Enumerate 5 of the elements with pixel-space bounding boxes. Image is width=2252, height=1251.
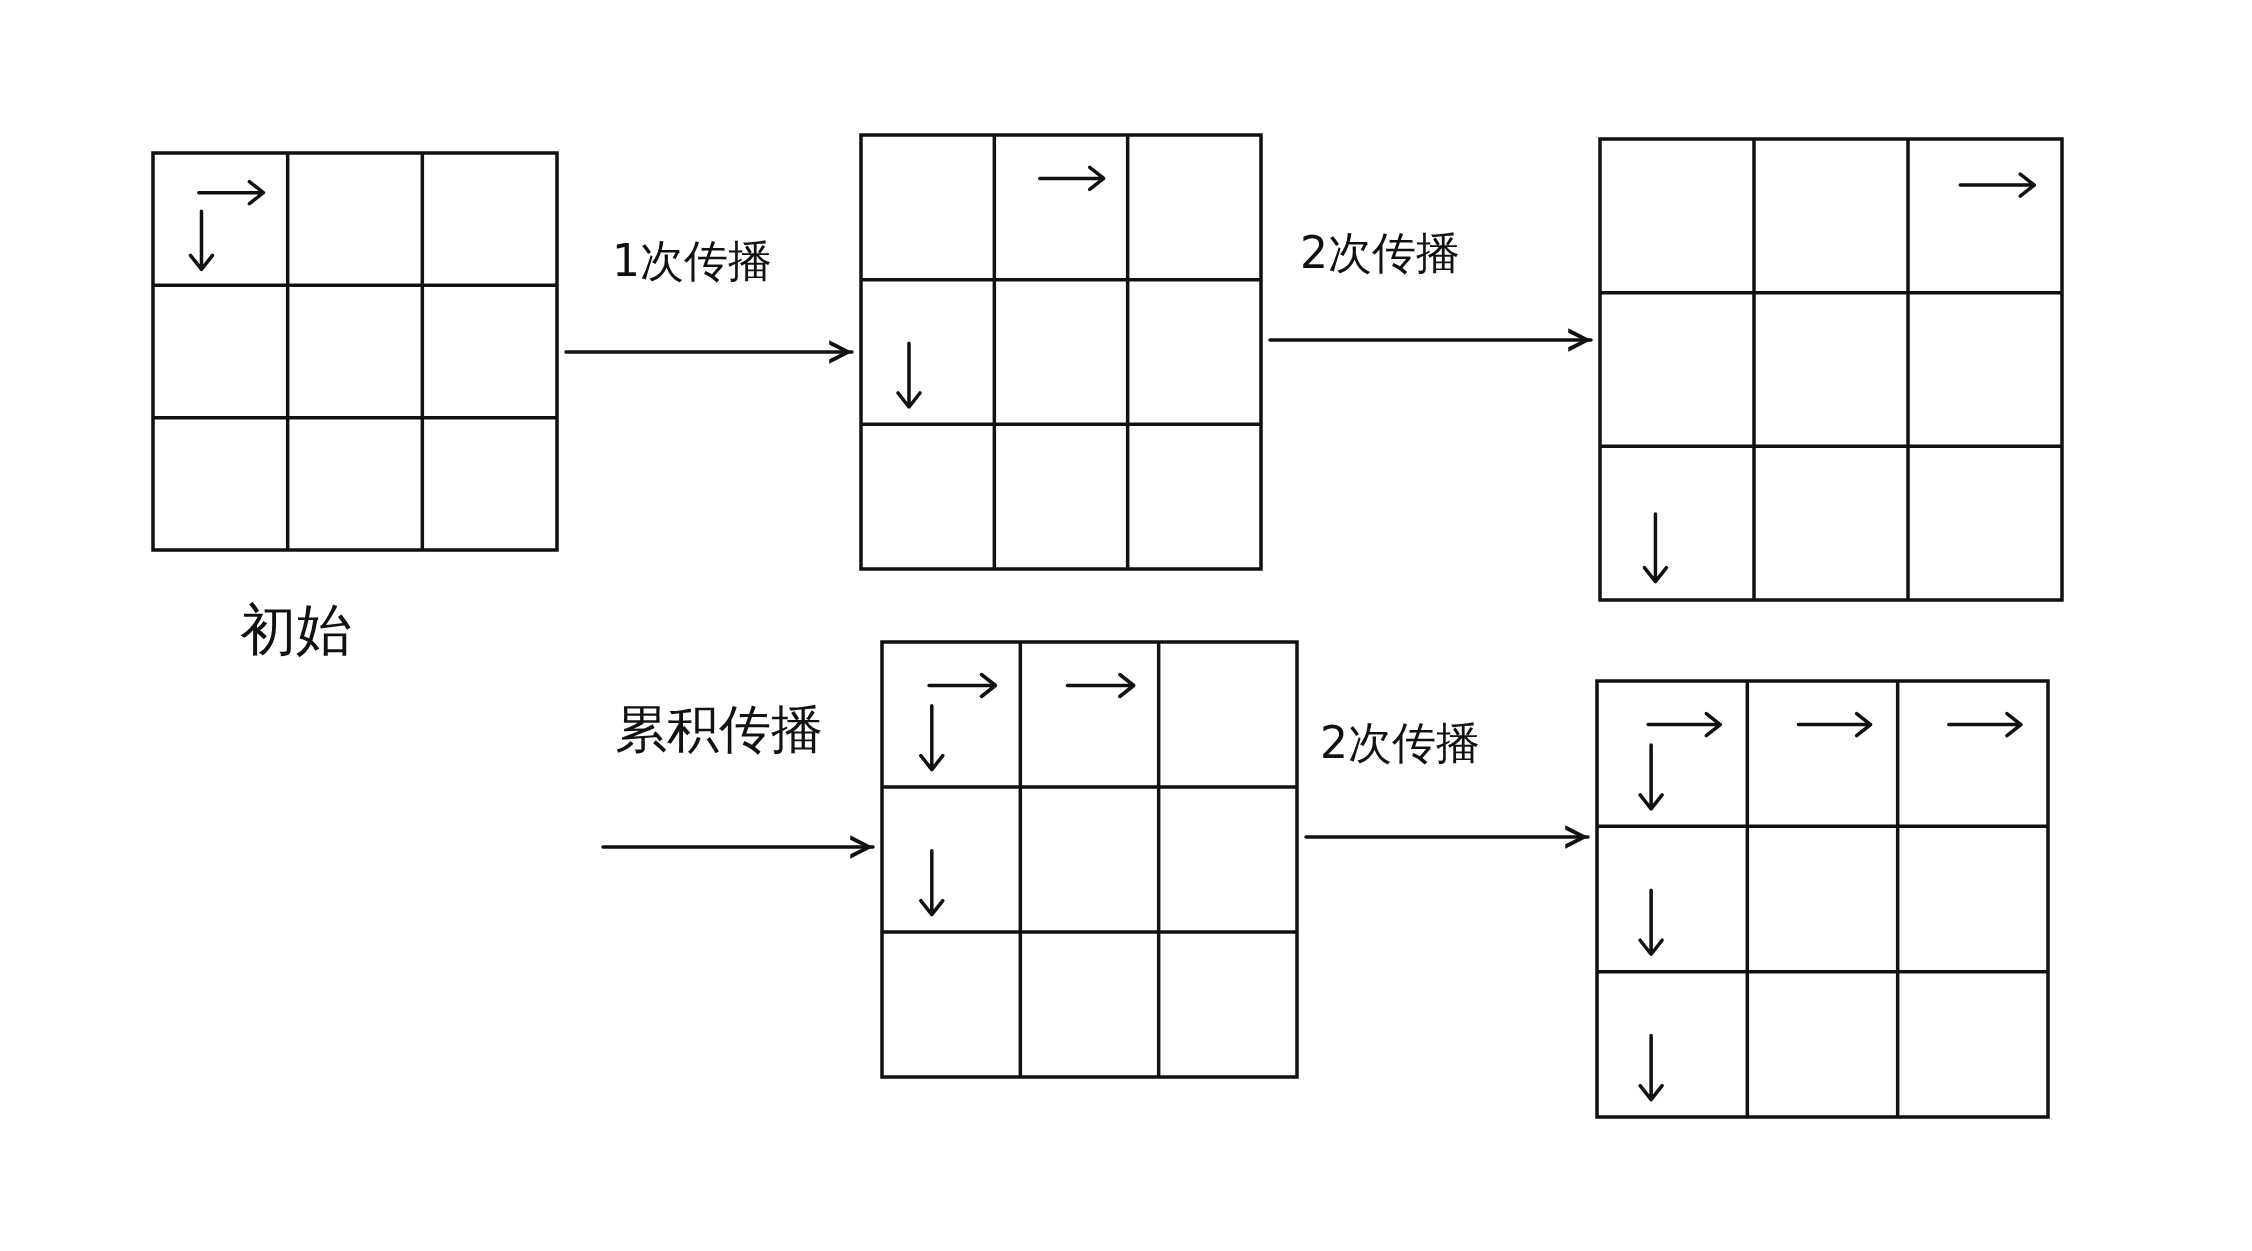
grid-label: 初始 (240, 598, 352, 663)
edge-label: 2次传播 (1300, 228, 1460, 279)
edge-label: 累积传播 (615, 700, 823, 760)
edge-label: 2次传播 (1320, 718, 1480, 769)
edge-label: 1次传播 (612, 236, 772, 287)
